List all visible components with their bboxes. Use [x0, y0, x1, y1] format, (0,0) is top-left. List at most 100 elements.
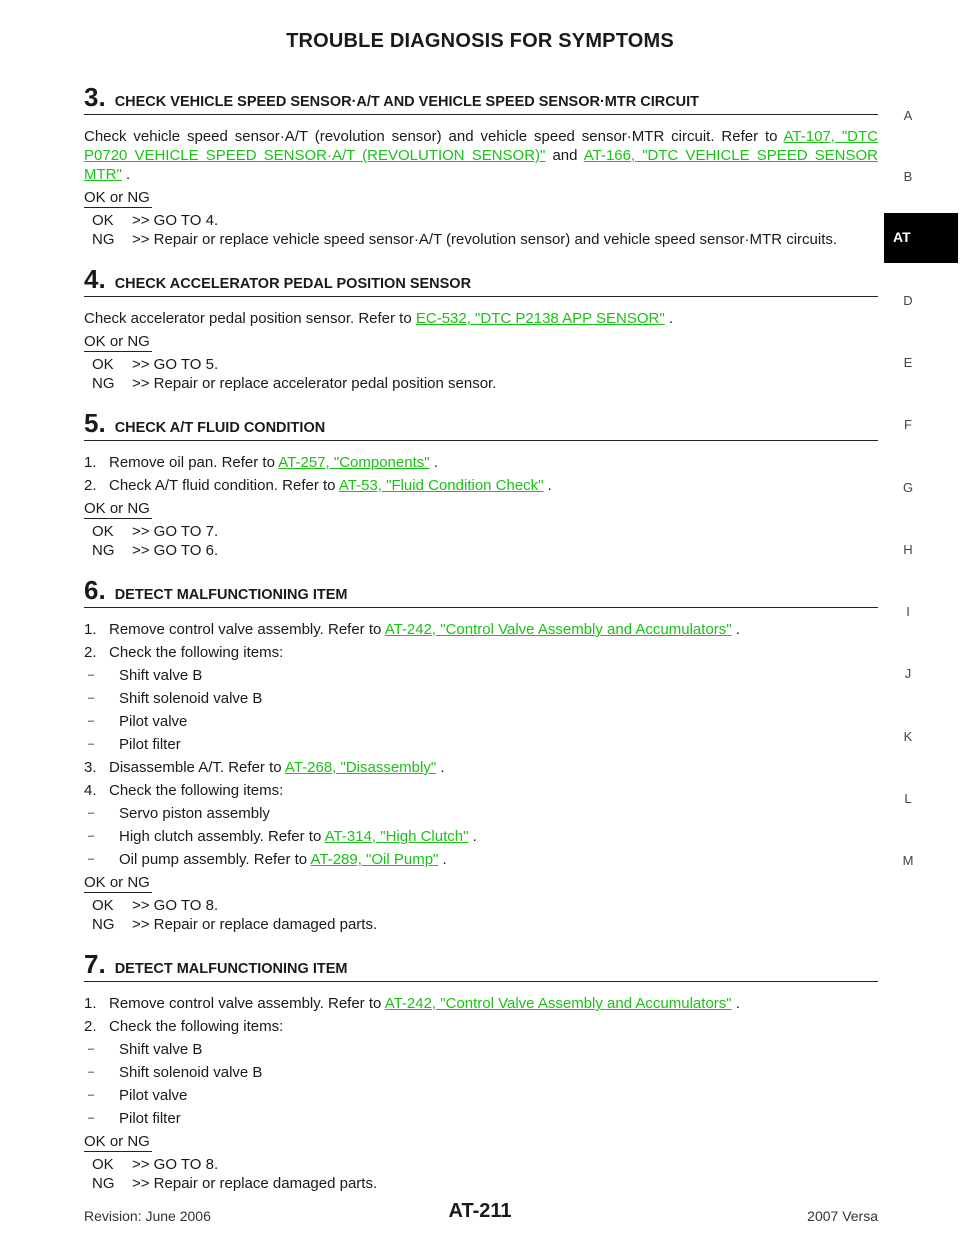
- step-title: CHECK A/T FLUID CONDITION: [114, 420, 326, 436]
- result-ok: OK>> GO TO 8.: [92, 1155, 878, 1174]
- numbered-item: 4. Check the following items:: [84, 782, 284, 799]
- reference-link-at-257[interactable]: AT-257, "Components": [278, 454, 430, 471]
- dash-item-text: Oil pump assembly. Refer to: [119, 851, 311, 868]
- result-ok: OK>> GO TO 8.: [92, 896, 878, 915]
- item-text: 2. Check A/T fluid condition. Refer to: [84, 477, 339, 494]
- reference-link-at-268[interactable]: AT-268, "Disassembly": [284, 759, 437, 776]
- step-header: 5. CHECK A/T FLUID CONDITION: [84, 410, 878, 441]
- step-instruction: Check vehicle speed sensor·A/T (revoluti…: [84, 127, 878, 184]
- instruction-text: Check accelerator pedal position sensor.…: [84, 310, 416, 327]
- item-text: 1. Remove control valve assembly. Refer …: [84, 995, 385, 1012]
- result-ng: NG >> Repair or replace damaged parts.: [92, 1174, 878, 1193]
- side-index-f[interactable]: F: [904, 417, 912, 432]
- dash-item-text: .: [468, 828, 477, 845]
- dash-bullet: –: [88, 738, 95, 750]
- dash-item: – Pilot filter: [84, 735, 878, 754]
- result-code: NG: [92, 542, 115, 559]
- step-instruction: Check accelerator pedal position sensor.…: [84, 309, 878, 328]
- step-title: CHECK VEHICLE SPEED SENSOR·A/T AND VEHIC…: [114, 94, 700, 110]
- side-index-d[interactable]: D: [903, 293, 913, 308]
- footer-model: 2007 Versa: [807, 1208, 878, 1224]
- step-7: 7. DETECT MALFUNCTIONING ITEM 1. Remove …: [84, 951, 878, 1193]
- reference-link-at-314[interactable]: AT-314, "High Clutch": [324, 828, 469, 845]
- dash-item-text: Shift solenoid valve B: [119, 1064, 263, 1081]
- dash-bullet: –: [88, 1043, 95, 1055]
- dash-item: – Servo piston assembly: [84, 804, 878, 823]
- side-index-j[interactable]: J: [904, 666, 912, 681]
- side-index-a[interactable]: A: [903, 108, 913, 123]
- side-index-m[interactable]: M: [902, 853, 914, 868]
- side-index-active-tab[interactable]: [884, 213, 958, 263]
- dash-item-text: Pilot filter: [119, 736, 181, 753]
- dash-item-text: Servo piston assembly: [119, 805, 270, 822]
- numbered-item: 1. Remove oil pan. Refer to AT-257, "Com…: [84, 453, 878, 472]
- result-ok: OK>> GO TO 4.: [92, 211, 878, 230]
- side-index-b[interactable]: B: [903, 169, 913, 184]
- dash-item: – Shift valve B: [84, 1040, 878, 1059]
- item-text: 1. Remove control valve assembly. Refer …: [84, 621, 385, 638]
- result-ok: OK>> GO TO 7.: [92, 522, 878, 541]
- dash-item: – Shift solenoid valve B: [84, 1063, 878, 1082]
- reference-link-at-242[interactable]: AT-242, "Control Valve Assembly and Accu…: [384, 621, 732, 638]
- dash-bullet: –: [88, 830, 95, 842]
- step-4: 4. CHECK ACCELERATOR PEDAL POSITION SENS…: [84, 266, 878, 393]
- item-text: .: [429, 454, 438, 471]
- result-text: >> Repair or replace damaged parts.: [132, 916, 378, 933]
- dash-item-text: .: [438, 851, 447, 868]
- dash-bullet: –: [88, 669, 95, 681]
- result-ng: NG>> Repair or replace accelerator pedal…: [92, 374, 878, 393]
- reference-link-at-289[interactable]: AT-289, "Oil Pump": [310, 851, 439, 868]
- result-code: OK: [92, 523, 114, 540]
- reference-link-at-242[interactable]: AT-242, "Control Valve Assembly and Accu…: [384, 995, 732, 1012]
- step-title: CHECK ACCELERATOR PEDAL POSITION SENSOR: [114, 276, 472, 292]
- reference-link-ec-532[interactable]: EC-532, "DTC P2138 APP SENSOR": [415, 310, 665, 327]
- numbered-item: 2. Check the following items:: [84, 644, 284, 661]
- dash-item-text: Shift valve B: [119, 1041, 203, 1058]
- result-code: OK: [92, 356, 114, 373]
- ok-or-ng-label: OK or NG: [84, 189, 152, 208]
- dash-item-text: Shift solenoid valve B: [119, 690, 263, 707]
- side-index-g[interactable]: G: [902, 480, 914, 495]
- dash-bullet: –: [88, 1066, 95, 1078]
- step-number: 5.: [84, 408, 106, 438]
- dash-bullet: –: [88, 853, 95, 865]
- result-code: NG: [92, 231, 115, 248]
- numbered-item: 2. Check the following items:: [84, 1018, 284, 1035]
- result-ok: OK>> GO TO 5.: [92, 355, 878, 374]
- side-index-h[interactable]: H: [903, 542, 913, 557]
- side-index-e[interactable]: E: [903, 355, 913, 370]
- numbered-item: 1. Remove control valve assembly. Refer …: [84, 620, 878, 639]
- result-text: >> GO TO 8.: [132, 1156, 219, 1173]
- side-index-l[interactable]: L: [904, 791, 912, 806]
- side-index-at[interactable]: AT: [893, 229, 911, 245]
- reference-link-at-107[interactable]: AT-107, "DTC P0720 VEHICLE SPEED SENSOR·…: [84, 128, 878, 164]
- dash-item-text: Pilot valve: [119, 713, 188, 730]
- instruction-text: and: [545, 147, 584, 164]
- ok-or-ng-label: OK or NG: [84, 874, 152, 893]
- item-text: .: [731, 621, 740, 638]
- footer-revision: Revision: June 2006: [84, 1208, 211, 1224]
- footer-page-number: AT-211: [448, 1200, 512, 1222]
- item-text: .: [436, 759, 445, 776]
- instruction-text: .: [664, 310, 674, 327]
- result-text: >> Repair or replace damaged parts.: [132, 1175, 378, 1192]
- side-index-k[interactable]: K: [903, 729, 913, 744]
- result-block: OK>> GO TO 8. NG >> Repair or replace dam…: [92, 1155, 878, 1193]
- dash-bullet: –: [88, 715, 95, 727]
- side-index-i[interactable]: I: [906, 604, 910, 619]
- step-number: 6.: [84, 575, 106, 605]
- main-content: 3. CHECK VEHICLE SPEED SENSOR·A/T AND VE…: [84, 84, 878, 1193]
- reference-link-at-166[interactable]: AT-166, "DTC VEHICLE SPEED SENSOR MTR": [84, 147, 878, 183]
- result-ng: NG>> Repair or replace vehicle speed sen…: [92, 230, 878, 249]
- ok-or-ng-label: OK or NG: [84, 333, 152, 352]
- step-number: 4.: [84, 264, 106, 294]
- reference-link-at-53[interactable]: AT-53, "Fluid Condition Check": [338, 477, 544, 494]
- ok-or-ng-label: OK or NG: [84, 1133, 152, 1152]
- dash-bullet: –: [88, 807, 95, 819]
- result-ng: NG>> GO TO 6.: [92, 541, 878, 560]
- result-code: NG: [92, 1175, 115, 1192]
- result-code: OK: [92, 897, 114, 914]
- step-header: 7. DETECT MALFUNCTIONING ITEM: [84, 951, 878, 982]
- dash-item-text: Pilot valve: [119, 1087, 188, 1104]
- dash-item: – Oil pump assembly. Refer to AT-289, "Oi…: [84, 850, 878, 869]
